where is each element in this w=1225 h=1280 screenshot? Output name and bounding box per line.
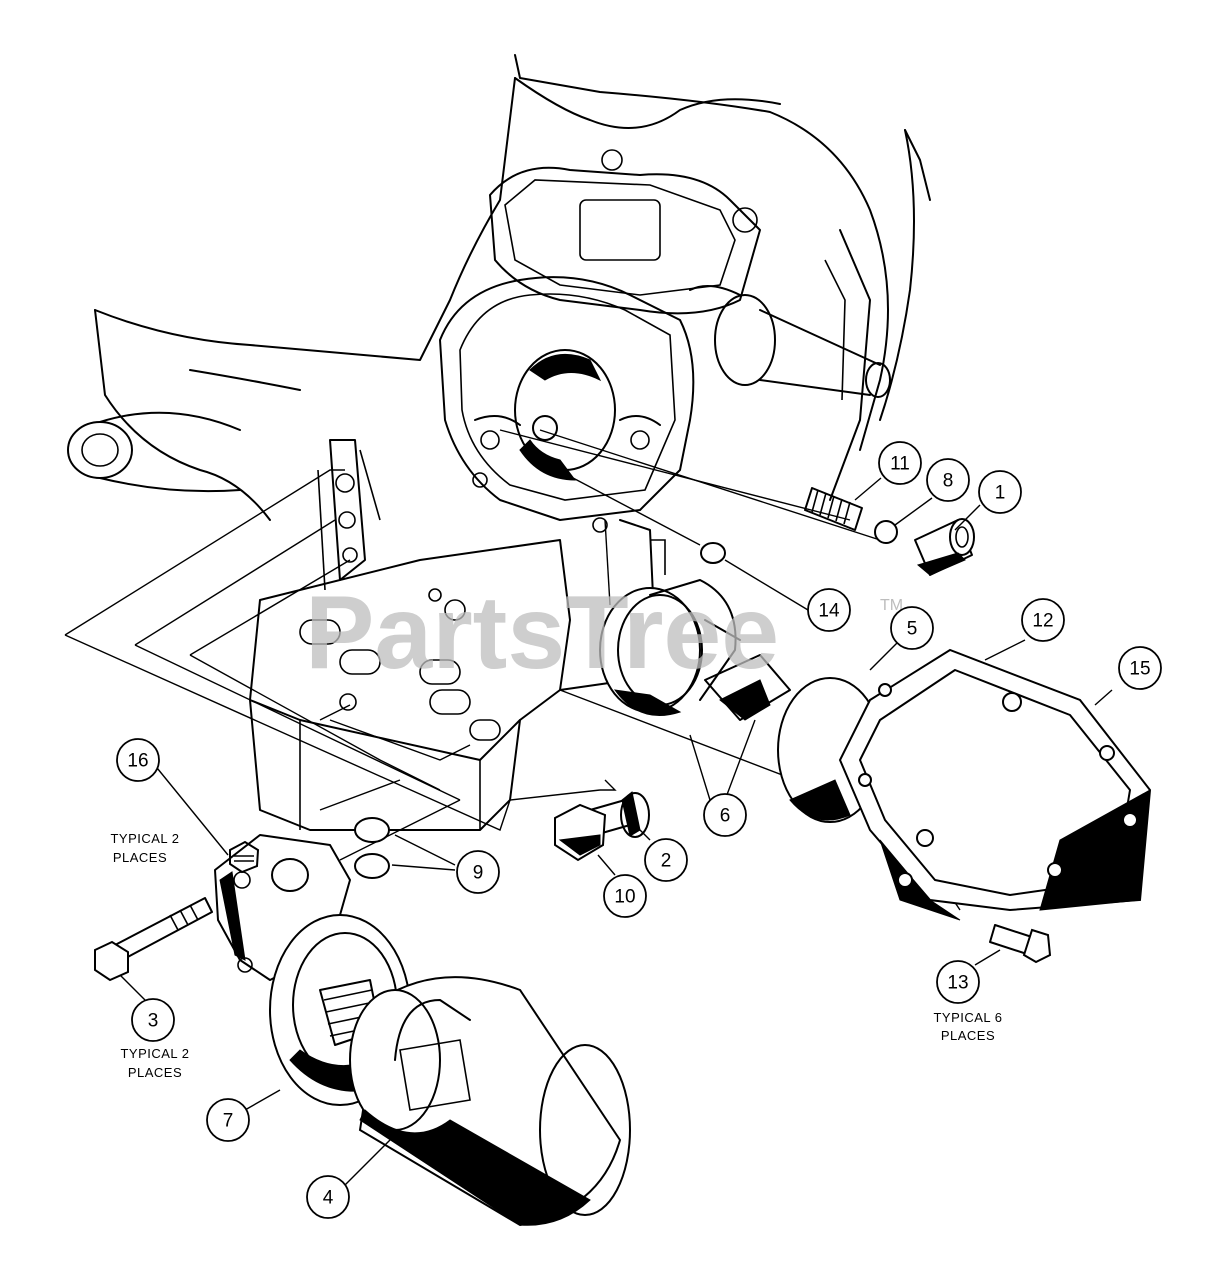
callout-number: 10 — [614, 887, 635, 908]
note-typical-2-places-3: TYPICAL 2 PLACES — [120, 1046, 189, 1080]
callout-leaders — [119, 477, 1113, 1186]
callout-number: 14 — [818, 601, 840, 622]
callout-7: 7 — [206, 1098, 250, 1142]
callout-2: 2 — [644, 838, 688, 882]
callout-10: 10 — [603, 874, 647, 918]
svg-text:PLACES: PLACES — [128, 1065, 182, 1080]
part-2-washer — [620, 791, 650, 838]
callout-8: 8 — [926, 458, 970, 502]
part-10-bolt — [554, 799, 631, 862]
callout-number: 5 — [907, 619, 918, 640]
engine-crankcase — [67, 54, 931, 831]
callout-1: 1 — [978, 470, 1022, 514]
callout-13: 13 — [936, 960, 980, 1004]
callout-circle — [1021, 598, 1065, 642]
callout-16: 16 — [116, 738, 160, 782]
callout-circle — [978, 470, 1022, 514]
callout-number: 13 — [947, 973, 968, 994]
callout-circle — [456, 850, 500, 894]
callout-circle — [703, 793, 747, 837]
part-6-rotor — [599, 579, 791, 721]
callout-number: 6 — [720, 806, 731, 827]
callout-4: 4 — [306, 1175, 350, 1219]
note-typical-2-places-16: TYPICAL 2 PLACES — [110, 831, 179, 865]
svg-text:TYPICAL 2: TYPICAL 2 — [120, 1046, 189, 1061]
part-8-ball — [874, 520, 898, 544]
svg-text:PartsTree: PartsTree — [305, 575, 779, 691]
callout-12: 12 — [1021, 598, 1065, 642]
callout-circle — [206, 1098, 250, 1142]
callout-circle — [644, 838, 688, 882]
callout-number: 11 — [890, 454, 910, 475]
callout-number: 16 — [127, 751, 148, 772]
svg-text:TYPICAL 6: TYPICAL 6 — [933, 1010, 1002, 1025]
watermark: PartsTree TM — [305, 575, 903, 691]
part-16-plug — [229, 840, 260, 874]
callout-number: 12 — [1032, 611, 1053, 632]
callout-number: 2 — [661, 851, 672, 872]
callout-number: 1 — [995, 483, 1006, 504]
callout-15: 15 — [1118, 646, 1162, 690]
callout-5: 5 — [890, 606, 934, 650]
svg-text:PLACES: PLACES — [941, 1028, 995, 1043]
callout-circle — [807, 588, 851, 632]
svg-text:TM: TM — [880, 597, 903, 614]
part-1-plug — [914, 518, 975, 576]
part-3-bolt — [94, 897, 213, 982]
part-12-15-pump-cover — [838, 648, 1152, 921]
part-4-oil-filter — [349, 976, 631, 1227]
callout-9: 9 — [456, 850, 500, 894]
part-13-bolt — [989, 924, 1052, 964]
callout-14: 14 — [807, 588, 851, 632]
callout-circle — [890, 606, 934, 650]
callout-circle — [306, 1175, 350, 1219]
callout-11: 11 — [878, 441, 922, 485]
callout-number: 15 — [1129, 659, 1150, 680]
callout-number: 4 — [323, 1188, 334, 1209]
callout-number: 3 — [148, 1011, 159, 1032]
callout-circle — [936, 960, 980, 1004]
callout-number: 9 — [473, 863, 484, 884]
callout-circle — [131, 998, 175, 1042]
callout-circle — [926, 458, 970, 502]
callout-circle — [1118, 646, 1162, 690]
part-9-o-rings — [354, 817, 390, 879]
part-11-stud — [804, 487, 863, 531]
svg-text:PLACES: PLACES — [113, 850, 167, 865]
callout-number: 8 — [943, 471, 954, 492]
callout-number: 7 — [223, 1111, 234, 1132]
callout-3: 3 — [131, 998, 175, 1042]
svg-text:TYPICAL 2: TYPICAL 2 — [110, 831, 179, 846]
callout-6: 6 — [703, 793, 747, 837]
part-14-washer — [700, 542, 726, 564]
note-typical-6-places-13: TYPICAL 6 PLACES — [933, 1010, 1002, 1043]
callout-circle — [116, 738, 160, 782]
callout-circle — [878, 441, 922, 485]
callout-circle — [603, 874, 647, 918]
